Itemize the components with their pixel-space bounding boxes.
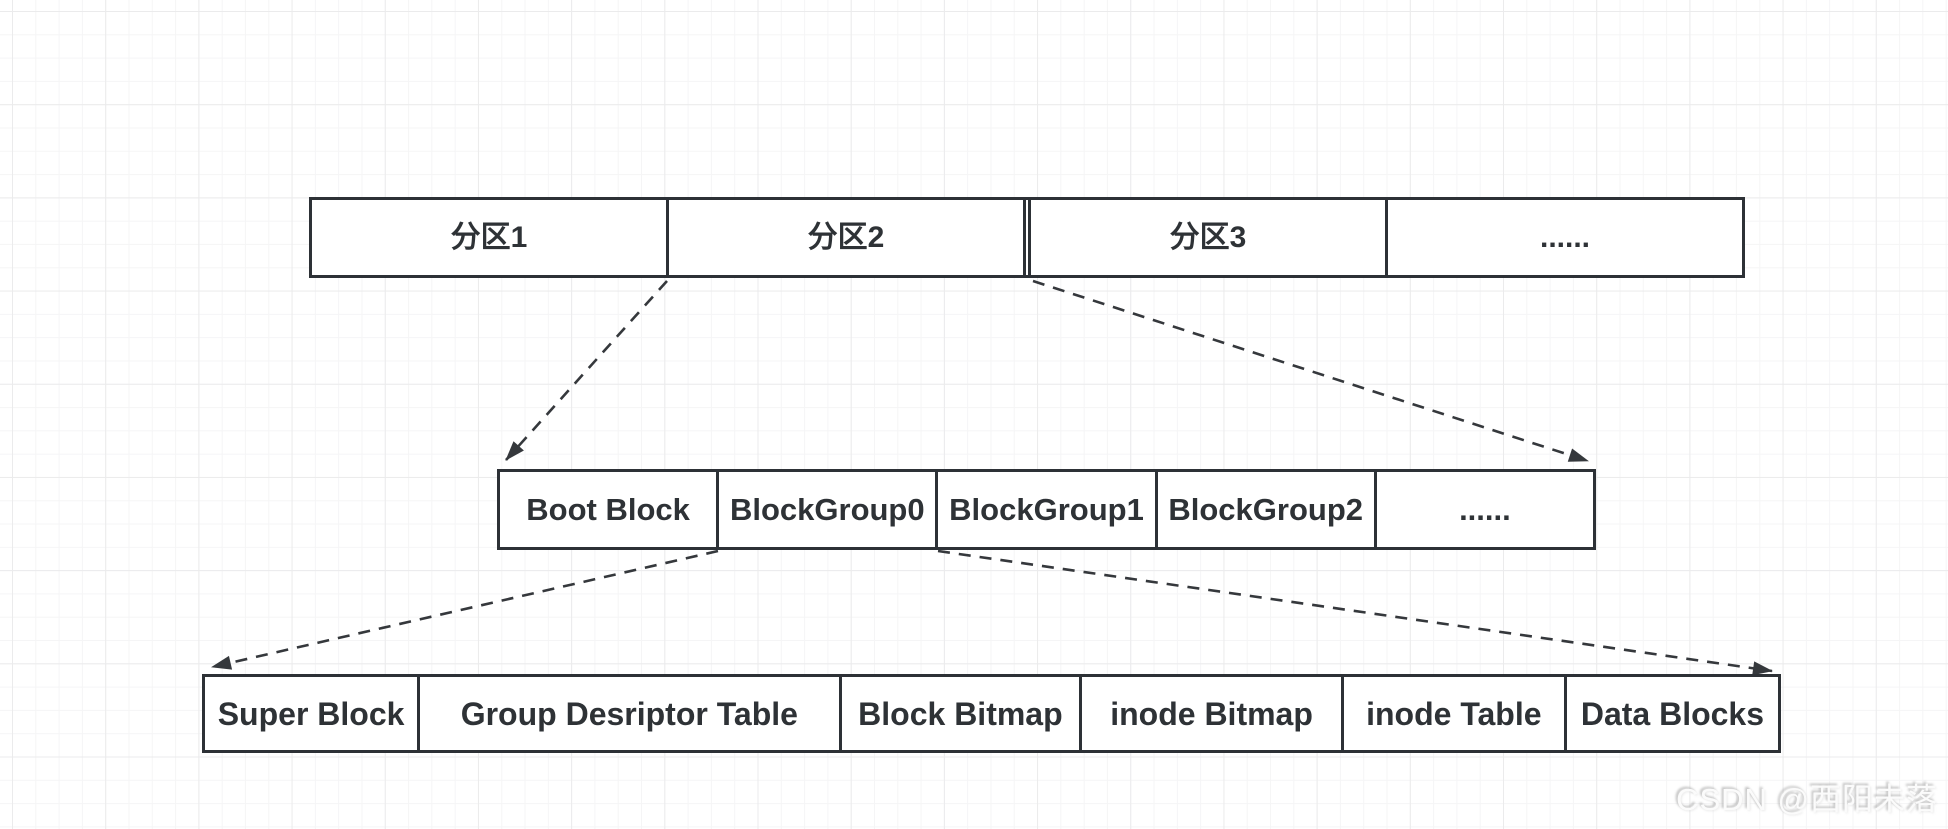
blockgroup0-label: BlockGroup0 [729,492,925,527]
block-group-row: Boot Block BlockGroup0 BlockGroup1 Block… [497,469,1596,550]
blockgroup-ellipsis-cell: ...... [1376,472,1594,547]
block-group-detail-row: Super Block Group Desriptor Table Block … [202,674,1781,753]
super-block-cell: Super Block [205,677,421,750]
group-descriptor-table-cell: Group Desriptor Table [420,677,842,750]
partition1-label: 分区1 [450,220,528,254]
blockgroup2-label: BlockGroup2 [1168,492,1364,527]
boot-block-cell: Boot Block [500,472,720,547]
partition-row: 分区1 分区2 分区3 ...... [309,197,1745,278]
partition1-cell: 分区1 [312,200,669,275]
inode-table-label: inode Table [1366,695,1542,732]
blockgroup0-cell: BlockGroup0 [719,472,939,547]
partition3-label: 分区3 [1169,220,1247,254]
dashed-arrow-blockgroup0-to-detail-left [211,549,719,670]
partition3-cell: 分区3 [1028,200,1388,275]
partition-ellipsis-label: ...... [1539,220,1590,254]
block-bitmap-cell: Block Bitmap [841,677,1083,750]
super-block-label: Super Block [217,695,405,732]
csdn-watermark: CSDN @西阳未落 [1676,782,1938,817]
dashed-arrow-partition-to-blockgroups-left [505,280,668,461]
block-bitmap-label: Block Bitmap [858,695,1063,732]
data-blocks-label: Data Blocks [1580,695,1765,732]
inode-table-cell: inode Table [1343,677,1567,750]
inode-bitmap-cell: inode Bitmap [1082,677,1344,750]
inode-bitmap-label: inode Bitmap [1110,695,1313,732]
data-blocks-cell: Data Blocks [1566,677,1778,750]
blockgroup2-cell: BlockGroup2 [1157,472,1377,547]
blockgroup-ellipsis-label: ...... [1459,492,1511,527]
dashed-arrow-blockgroup0-to-detail-right [937,549,1773,676]
boot-block-label: Boot Block [526,492,690,527]
dashed-arrow-partition-to-blockgroups-right [1032,279,1589,463]
partition2-label: 分区2 [807,220,885,254]
group-descriptor-table-label: Group Desriptor Table [460,695,798,732]
blockgroup1-label: BlockGroup1 [949,492,1144,527]
blockgroup1-cell: BlockGroup1 [938,472,1158,547]
partition2-cell: 分区2 [669,200,1026,275]
partition-ellipsis-cell: ...... [1388,200,1742,275]
